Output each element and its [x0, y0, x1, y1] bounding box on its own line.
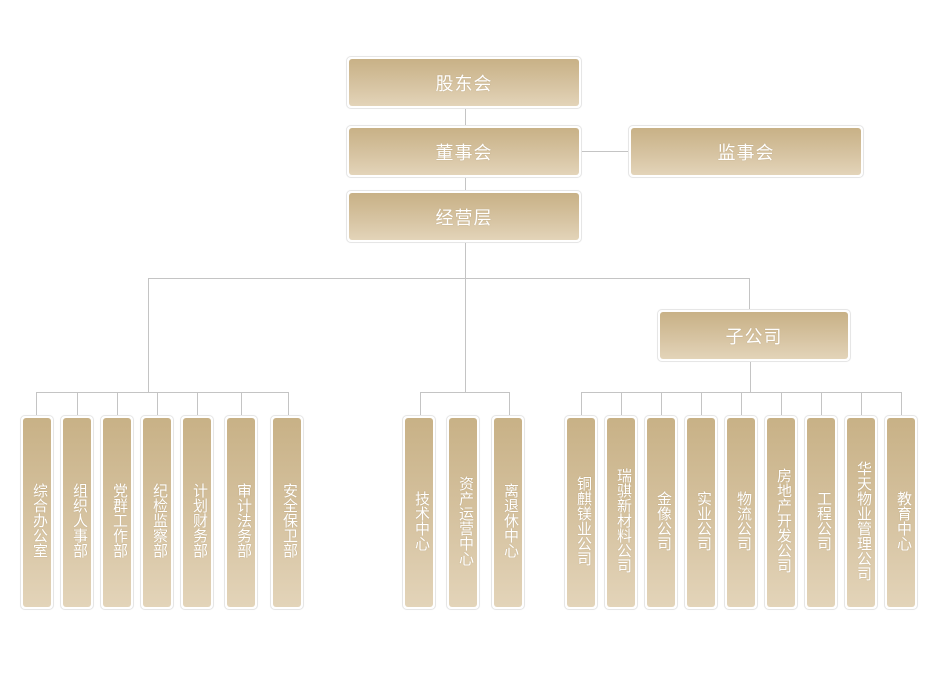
node-label: 房地产开发公司: [767, 418, 795, 607]
connector: [861, 392, 862, 417]
connector: [781, 392, 782, 417]
connector: [509, 392, 510, 417]
connector: [36, 392, 289, 393]
node-label: 技术中心: [405, 418, 433, 607]
connector: [197, 392, 198, 417]
node-label: 综合办公室: [23, 418, 51, 607]
node-label: 资产运营中心: [449, 418, 477, 607]
node-label: 安全保卫部: [273, 418, 301, 607]
node-label: 监事会: [631, 128, 861, 175]
connector: [749, 278, 750, 310]
node-label: 审计法务部: [227, 418, 255, 607]
node-label: 华天物业管理公司: [847, 418, 875, 607]
node-label: 组织人事部: [63, 418, 91, 607]
connector: [901, 392, 902, 417]
node-label: 工程公司: [807, 418, 835, 607]
node-company[interactable]: 教育中心: [884, 415, 918, 610]
node-label: 经营层: [349, 193, 579, 240]
node-label: 铜麒镁业公司: [567, 418, 595, 607]
node-company[interactable]: 物流公司: [724, 415, 758, 610]
connector: [241, 392, 242, 417]
node-label: 子公司: [660, 312, 848, 359]
connector: [157, 392, 158, 417]
node-label: 教育中心: [887, 418, 915, 607]
node-label: 股东会: [349, 59, 579, 106]
connector: [465, 242, 466, 393]
node-subsidiaries[interactable]: 子公司: [657, 309, 851, 362]
connector: [77, 392, 78, 417]
node-label: 离退休中心: [494, 418, 522, 607]
node-company[interactable]: 金像公司: [644, 415, 678, 610]
node-center[interactable]: 资产运营中心: [446, 415, 480, 610]
node-department[interactable]: 计划财务部: [180, 415, 214, 610]
node-label: 党群工作部: [103, 418, 131, 607]
node-supervisors[interactable]: 监事会: [628, 125, 864, 178]
connector: [661, 392, 662, 417]
connector: [741, 392, 742, 417]
node-center[interactable]: 离退休中心: [491, 415, 525, 610]
connector: [420, 392, 421, 417]
connector: [701, 392, 702, 417]
node-company[interactable]: 铜麒镁业公司: [564, 415, 598, 610]
node-company[interactable]: 实业公司: [684, 415, 718, 610]
node-department[interactable]: 党群工作部: [100, 415, 134, 610]
node-department[interactable]: 综合办公室: [20, 415, 54, 610]
node-label: 董事会: [349, 128, 579, 175]
connector: [148, 278, 149, 393]
node-company[interactable]: 房地产开发公司: [764, 415, 798, 610]
node-label: 实业公司: [687, 418, 715, 607]
node-department[interactable]: 纪检监察部: [140, 415, 174, 610]
connector: [288, 392, 289, 417]
connector: [148, 278, 750, 279]
node-shareholders[interactable]: 股东会: [346, 56, 582, 109]
node-label: 纪检监察部: [143, 418, 171, 607]
node-company[interactable]: 工程公司: [804, 415, 838, 610]
node-department[interactable]: 组织人事部: [60, 415, 94, 610]
node-center[interactable]: 技术中心: [402, 415, 436, 610]
node-management[interactable]: 经营层: [346, 190, 582, 243]
connector: [581, 151, 630, 152]
node-department[interactable]: 审计法务部: [224, 415, 258, 610]
connector: [420, 392, 510, 393]
connector: [621, 392, 622, 417]
connector: [750, 361, 751, 392]
connector: [465, 108, 466, 126]
connector: [581, 392, 582, 417]
node-label: 计划财务部: [183, 418, 211, 607]
node-label: 瑞骐新材料公司: [607, 418, 635, 607]
node-board[interactable]: 董事会: [346, 125, 582, 178]
node-company[interactable]: 瑞骐新材料公司: [604, 415, 638, 610]
node-label: 物流公司: [727, 418, 755, 607]
node-department[interactable]: 安全保卫部: [270, 415, 304, 610]
connector: [821, 392, 822, 417]
connector: [465, 177, 466, 191]
node-label: 金像公司: [647, 418, 675, 607]
node-company[interactable]: 华天物业管理公司: [844, 415, 878, 610]
connector: [36, 392, 37, 417]
connector: [117, 392, 118, 417]
